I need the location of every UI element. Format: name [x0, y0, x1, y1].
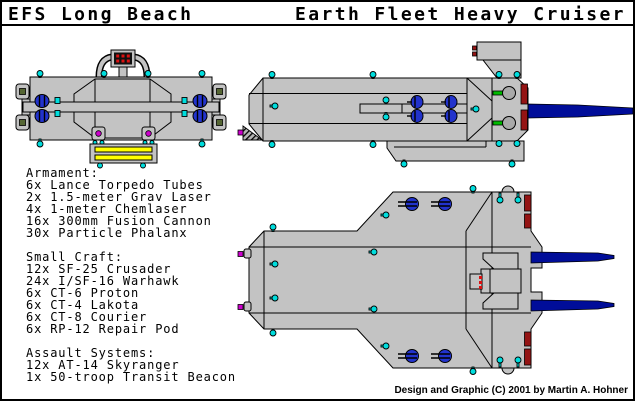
docking-probes-top: [237, 248, 252, 312]
hull-bump: [501, 367, 515, 375]
thruster-strip: [520, 109, 528, 131]
hangar-bay-front: [89, 143, 158, 169]
side-pods: [15, 83, 227, 131]
engine-boom-side: [527, 103, 633, 119]
spec-heading: Armament:: [26, 166, 99, 180]
spec-heading: Small Craft:: [26, 250, 123, 264]
spec-section-small-craft: Small Craft: 12x SF-25 Crusader 24x I/SF…: [26, 251, 256, 335]
spec-section-armament: Armament: 6x Lance Torpedo Tubes 2x 1.5-…: [26, 167, 256, 239]
front-wing-bar: [21, 98, 221, 116]
ship-class-title: Earth Fleet Heavy Cruiser: [295, 4, 626, 25]
spec-item: 6x RP-12 Repair Pod: [26, 322, 180, 336]
title-bar: EFS Long Beach Earth Fleet Heavy Cruiser: [2, 2, 633, 26]
spec-item: 2x 1.5-meter Grav Laser: [26, 190, 212, 204]
lower-hangar-side: [386, 140, 525, 162]
spec-item: 16x 300mm Fusion Cannon: [26, 214, 212, 228]
side-hull-lines: [249, 77, 493, 142]
spec-item: 4x 1-meter Chemlaser: [26, 202, 188, 216]
hull-bump: [501, 185, 515, 193]
side-view-diagram: [237, 41, 633, 168]
front-view-diagram: [15, 49, 227, 169]
tower-window-panel: [114, 52, 132, 65]
spec-item: 6x CT-4 Lakota: [26, 298, 140, 312]
spec-item: 6x CT-8 Courier: [26, 310, 148, 324]
conning-tower-top: [469, 252, 522, 310]
spec-lists: Armament: 6x Lance Torpedo Tubes 2x 1.5-…: [26, 167, 256, 395]
spec-item: 6x Lance Torpedo Tubes: [26, 178, 204, 192]
point-defense-turrets: [36, 70, 206, 148]
docking-probe-side: [237, 125, 264, 141]
point-defense-turrets-side: [268, 71, 521, 168]
spec-item: 6x CT-6 Proton: [26, 286, 140, 300]
engine-brackets: [54, 97, 188, 117]
conning-tower-side: [472, 41, 522, 79]
spec-item: 1x 50-troop Transit Beacon: [26, 370, 236, 384]
sensor-tower: [95, 49, 151, 81]
top-engines: [398, 197, 452, 363]
spec-item: 30x Particle Phalanx: [26, 226, 188, 240]
spec-item: 12x AT-14 Skyranger: [26, 358, 180, 372]
point-defense-turrets-top: [269, 185, 522, 375]
ship-name-title: EFS Long Beach: [8, 4, 194, 25]
top-hull-lines: [249, 191, 531, 369]
spec-item: 12x SF-25 Crusader: [26, 262, 172, 276]
spec-section-assault-systems: Assault Systems: 12x AT-14 Skyranger 1x …: [26, 347, 256, 383]
top-view-diagram: [237, 185, 615, 375]
side-engines: [407, 95, 458, 123]
spec-item: 24x I/SF-16 Warhawk: [26, 274, 180, 288]
thruster-strip: [520, 83, 528, 105]
spec-heading: Assault Systems:: [26, 346, 156, 360]
engine-booms-top: [530, 251, 615, 312]
front-engines: [34, 94, 208, 123]
credit-text: Design and Graphic (C) 2001 by Martin A.…: [394, 385, 628, 396]
grav-laser-turrets: [492, 86, 516, 130]
thruster-strips-top: [524, 194, 532, 366]
